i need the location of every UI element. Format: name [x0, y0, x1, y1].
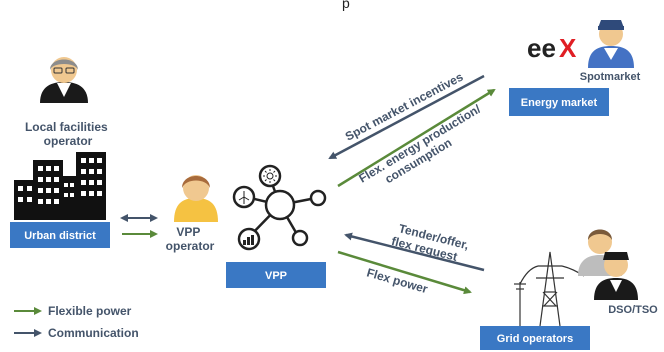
svg-text:Energy market: Energy market	[521, 97, 598, 109]
legend-communication-label: Communication	[48, 326, 139, 340]
eex-logo: ee X	[527, 33, 577, 63]
tender-offer-arrow	[344, 232, 485, 272]
spotmarket-label: Spotmarket	[580, 71, 641, 83]
vpp-operator-label: VPP operator	[166, 225, 215, 253]
wind-turbine-icon	[238, 191, 250, 204]
sun-icon	[263, 169, 277, 183]
urban-comm-left-head	[120, 214, 128, 222]
grid-operators-box: Grid operators	[480, 326, 590, 350]
header-fragment: p	[342, 0, 350, 11]
legend-flexible-power-label: Flexible power	[48, 304, 132, 318]
flex-energy-arrow	[337, 88, 496, 188]
energy-market-box: Energy market	[509, 88, 609, 116]
local-operator-person-icon	[40, 57, 88, 103]
vpp-box: VPP	[226, 262, 326, 288]
flex-power-arrow	[337, 250, 472, 295]
dso-tso-label: DSO/TSO	[608, 304, 658, 316]
svg-text:Urban district: Urban district	[24, 230, 96, 242]
factory-icon	[243, 235, 254, 245]
svg-text:Grid operators: Grid operators	[497, 333, 573, 345]
tender-offer-label: Tender/offer, flex request	[390, 220, 474, 266]
local-facilities-operator-label: Local facilities operator	[25, 120, 111, 148]
vpp-hub-icon	[232, 164, 327, 251]
spot-market-incentives-arrow	[328, 74, 485, 160]
svg-text:X: X	[559, 33, 577, 63]
power-line-icon	[514, 251, 585, 327]
dso-tso-persons-icon	[578, 229, 638, 300]
vpp-operator-person-icon	[174, 175, 218, 222]
urban-district-box: Urban district	[10, 222, 110, 248]
city-buildings-icon	[14, 152, 106, 220]
spotmarket-person-icon	[588, 20, 634, 68]
svg-text:VPP: VPP	[265, 270, 287, 282]
legend: Flexible power Communication	[14, 304, 139, 340]
svg-text:ee: ee	[527, 33, 556, 63]
